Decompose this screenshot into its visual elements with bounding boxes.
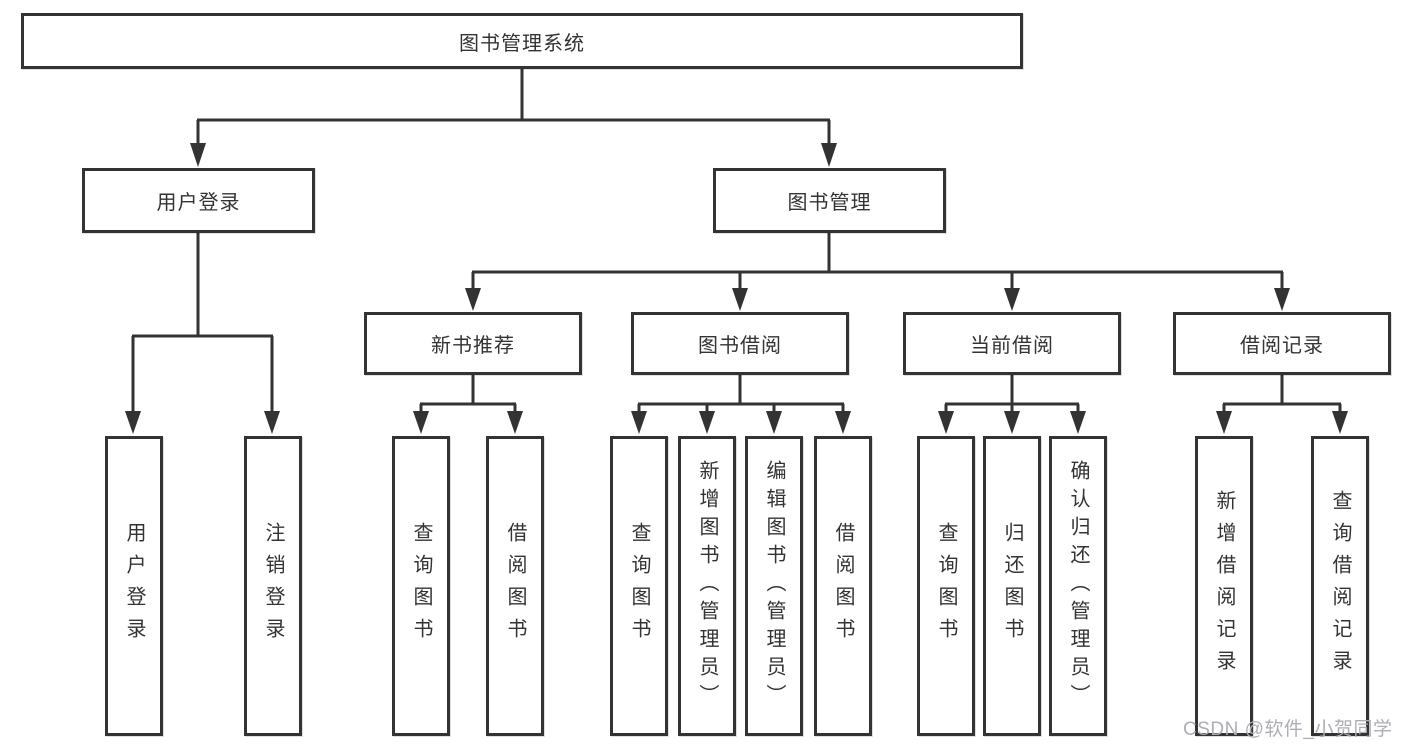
node-book-management: 图书管理 — [713, 168, 946, 233]
leaf-br-add-record: 新增借阅记录 — [1195, 436, 1253, 736]
arrow-down-icon — [413, 411, 429, 434]
arrow-down-icon — [1004, 288, 1020, 311]
node-borrow-records: 借阅记录 — [1173, 312, 1391, 375]
arrow-down-icon — [190, 143, 206, 167]
arrow-down-icon — [835, 411, 851, 434]
connector-book-borrow-split — [631, 375, 851, 434]
watermark: CSDN @软件_小贺同学 — [1183, 719, 1393, 740]
leaf-logout: 注销登录 — [244, 436, 302, 736]
connector-new-book-split — [413, 375, 523, 434]
arrow-down-icon — [465, 288, 481, 311]
connector-current-borrow-split — [938, 375, 1086, 434]
arrow-down-icon — [1004, 411, 1020, 434]
arrow-down-icon — [766, 411, 782, 434]
arrow-down-icon — [264, 411, 280, 434]
connector-user-login-split — [125, 233, 280, 434]
connector-borrow-records-split — [1216, 375, 1348, 434]
leaf-cb-query-books: 查询图书 — [917, 436, 975, 736]
leaf-bb-edit-books-admin: 编辑图书（管理员） — [745, 436, 803, 736]
node-root: 图书管理系统 — [21, 13, 1023, 69]
arrow-down-icon — [699, 411, 715, 434]
leaf-bb-borrow-books: 借阅图书 — [814, 436, 872, 736]
arrow-down-icon — [125, 411, 141, 434]
leaf-br-query-record: 查询借阅记录 — [1311, 436, 1369, 736]
node-user-login: 用户登录 — [82, 168, 315, 233]
arrow-down-icon — [732, 288, 748, 311]
leaf-bb-query-books: 查询图书 — [610, 436, 668, 736]
leaf-user-login: 用户登录 — [105, 436, 163, 736]
arrow-down-icon — [1274, 288, 1290, 311]
arrow-down-icon — [821, 143, 837, 167]
leaf-rec-borrow-books: 借阅图书 — [486, 436, 544, 736]
arrow-down-icon — [938, 411, 954, 434]
arrow-down-icon — [507, 411, 523, 434]
arrow-down-icon — [1332, 411, 1348, 434]
node-new-book-recommend: 新书推荐 — [364, 312, 582, 375]
node-book-borrow: 图书借阅 — [631, 312, 849, 375]
connector-root-split — [190, 69, 837, 167]
arrow-down-icon — [1070, 411, 1086, 434]
leaf-rec-query-books: 查询图书 — [392, 436, 450, 736]
arrow-down-icon — [1216, 411, 1232, 434]
leaf-bb-add-books-admin: 新增图书（管理员） — [678, 436, 736, 736]
leaf-cb-confirm-return-admin: 确认归还（管理员） — [1049, 436, 1107, 736]
node-current-borrow: 当前借阅 — [903, 312, 1121, 375]
connector-book-management-split — [465, 233, 1290, 311]
arrow-down-icon — [631, 411, 647, 434]
leaf-cb-return-books: 归还图书 — [983, 436, 1041, 736]
